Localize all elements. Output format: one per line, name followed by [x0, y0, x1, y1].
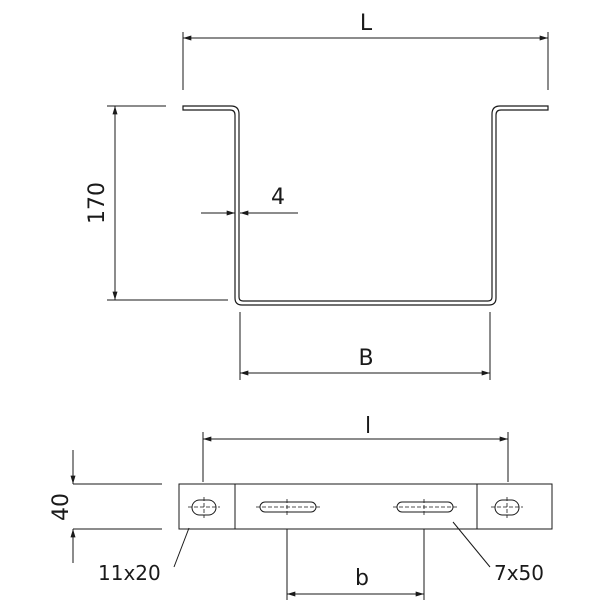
label-4: 4 — [271, 185, 285, 210]
profile-outer — [182, 105, 549, 306]
leader-11x20 — [173, 527, 190, 568]
label-170: 170 — [85, 182, 110, 224]
label-40: 40 — [49, 493, 74, 521]
label-7x50: 7x50 — [494, 561, 544, 585]
label-b: b — [355, 566, 369, 591]
label-11x20: 11x20 — [98, 561, 161, 585]
label-B: B — [358, 346, 373, 371]
leader-7x50 — [452, 521, 491, 568]
label-L: L — [360, 11, 373, 36]
plate-outline — [178, 483, 553, 530]
label-l: l — [365, 414, 371, 439]
hole-centerlines — [188, 497, 523, 518]
